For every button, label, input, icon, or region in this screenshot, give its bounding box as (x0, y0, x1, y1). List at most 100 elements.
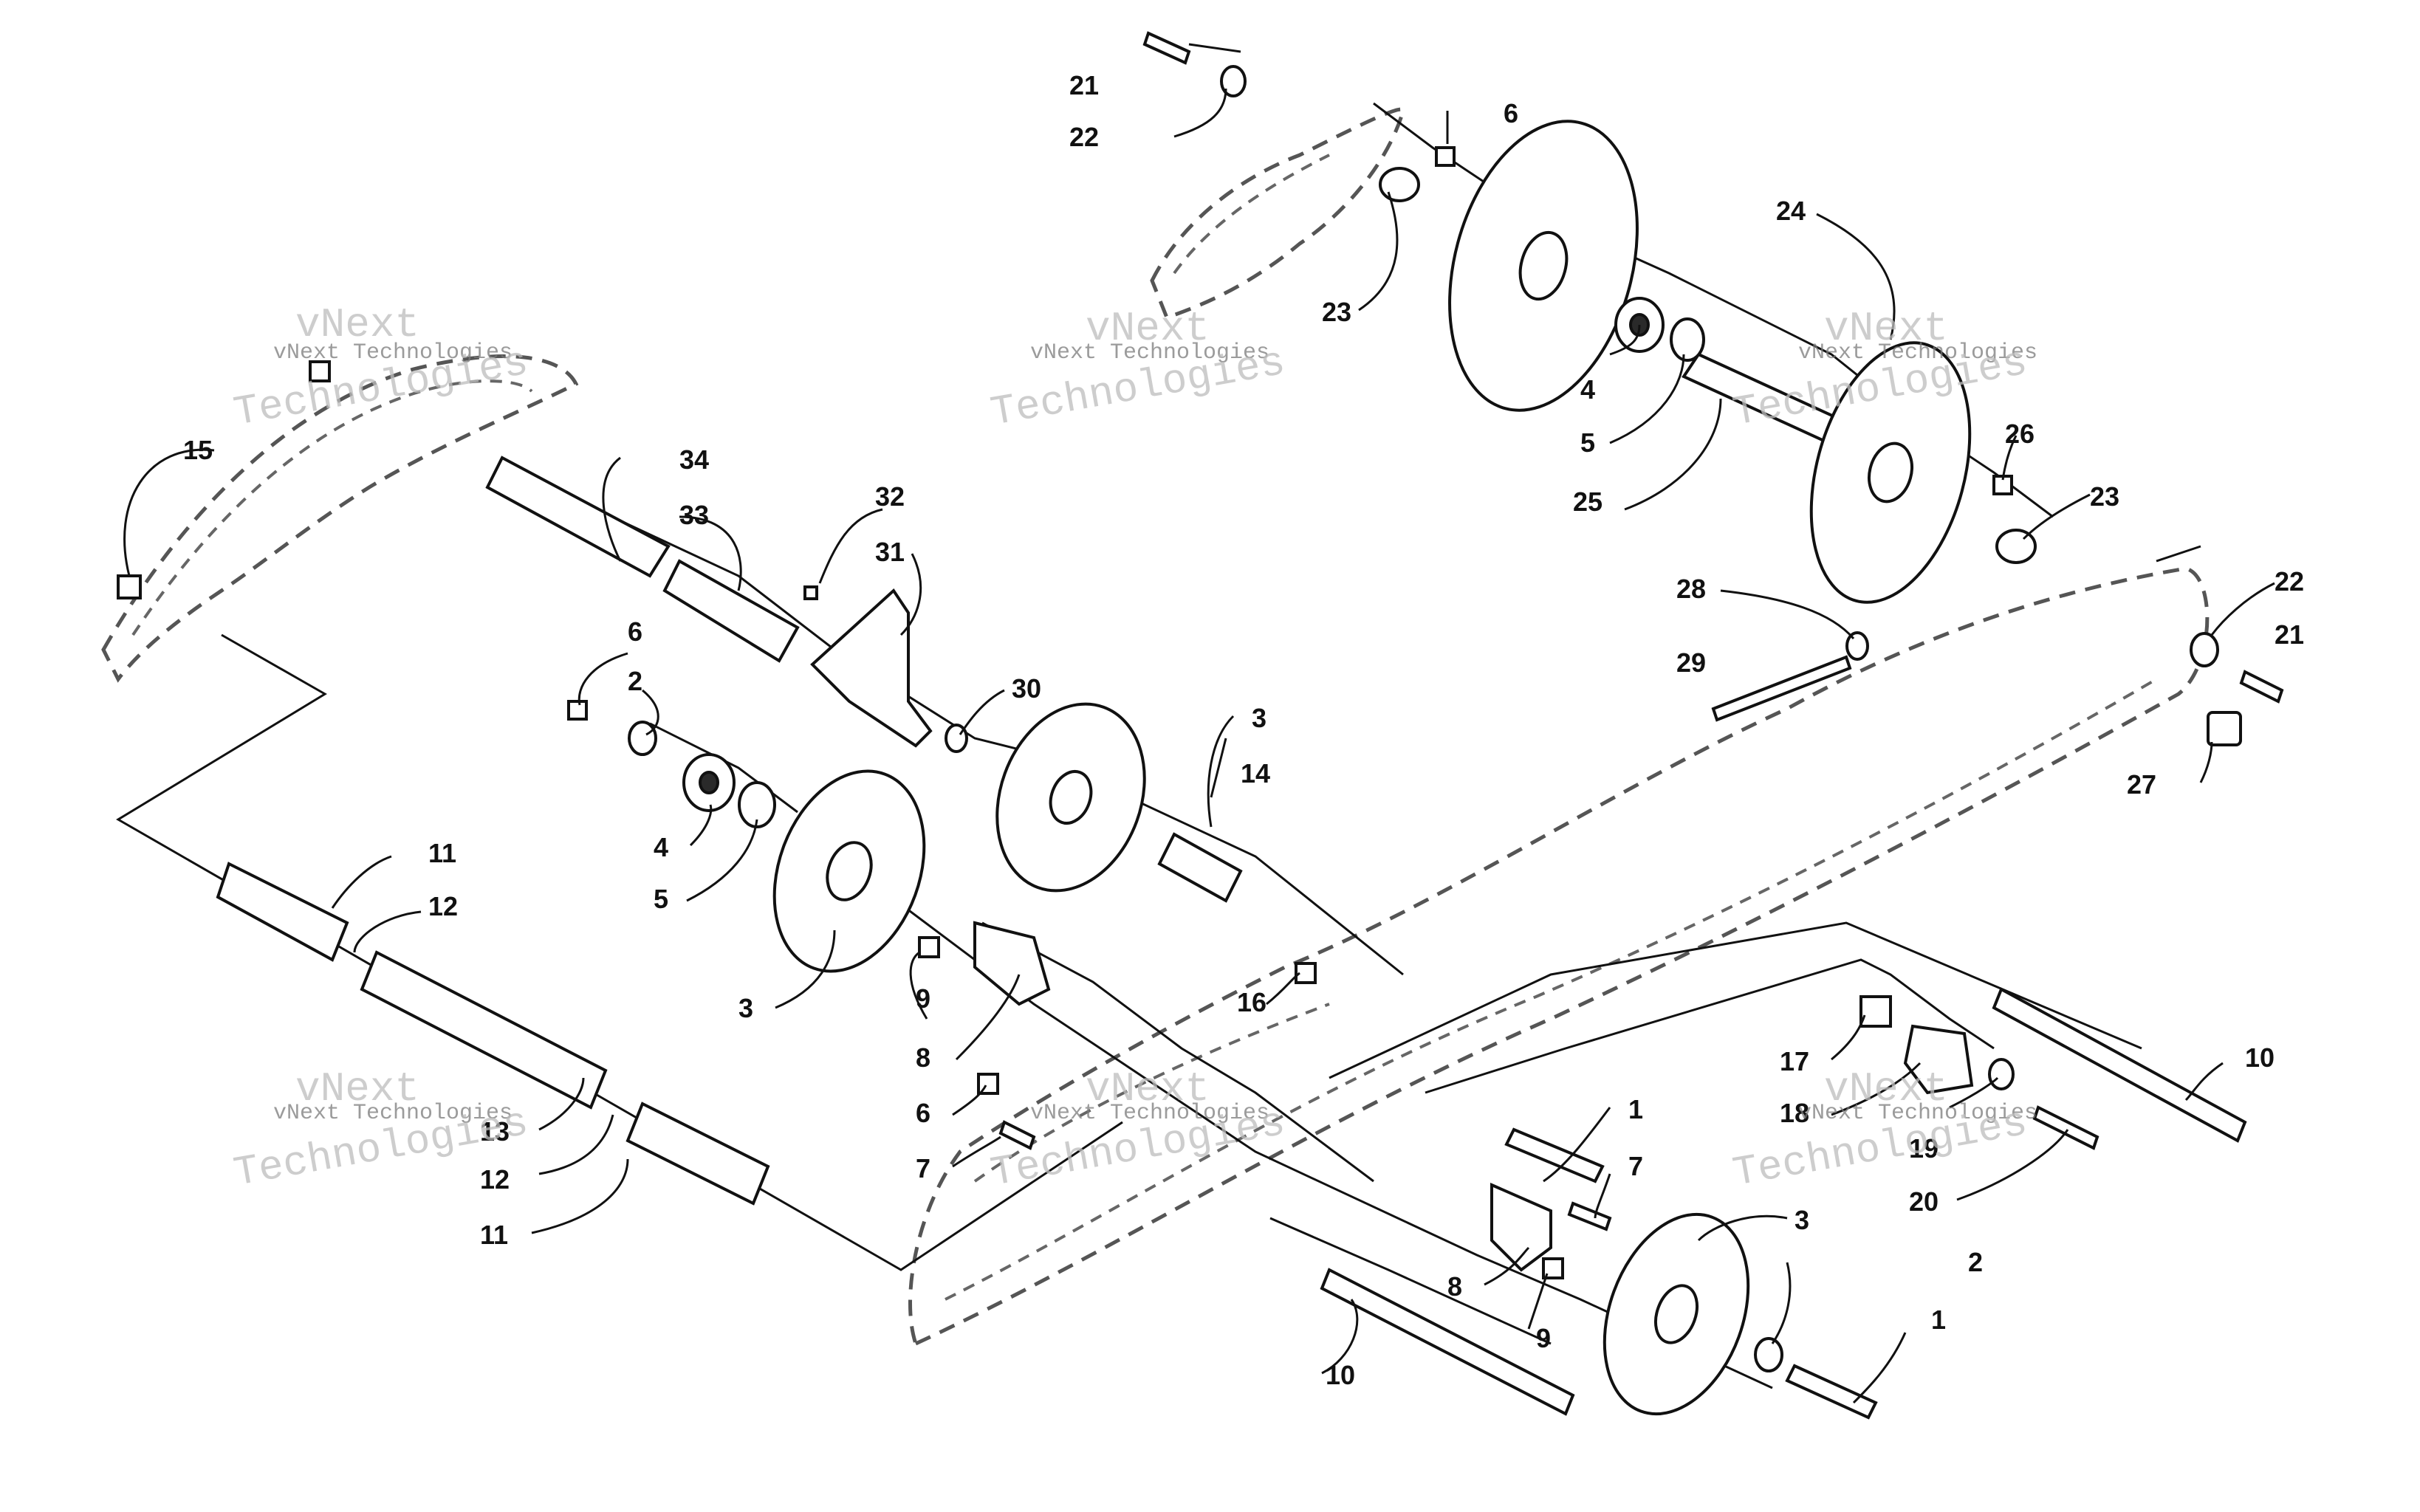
watermark-text: vNext Technologies (1030, 340, 1269, 365)
callout-label: 23 (2090, 481, 2119, 512)
callout-label: 8 (1447, 1271, 1462, 1302)
watermark-text: vNext Technologies (273, 340, 513, 365)
nut-6-left (567, 700, 588, 721)
callout-label: 5 (654, 884, 668, 914)
callout-label: 16 (1237, 987, 1266, 1017)
callout-label: 12 (428, 891, 458, 921)
upper-rear-rail-section (1150, 107, 1405, 320)
rear-wheel-lower (1809, 341, 1972, 604)
washer-22-right (2190, 632, 2219, 667)
callout-label: 14 (1241, 758, 1270, 788)
spacer-11-lower (625, 1102, 770, 1206)
spacer-11-upper (216, 862, 349, 962)
block-18 (1903, 1024, 1974, 1095)
callout-label: 23 (1322, 297, 1351, 327)
callout-label: 2 (1968, 1247, 1983, 1277)
callout-label: 6 (1504, 98, 1518, 128)
callout-label: 3 (738, 993, 753, 1023)
nut-9-upper (918, 936, 940, 958)
right-slide-rail (908, 566, 2210, 1347)
callout-label: 30 (1012, 673, 1041, 704)
idler-wheel-center (995, 702, 1146, 893)
shaft-34 (485, 456, 671, 578)
spacer-33 (662, 559, 800, 663)
nut-26 (1992, 475, 2013, 495)
bolt-10-lower (1320, 1268, 1575, 1416)
bolt-7-right (1567, 1201, 1612, 1231)
callout-label: 11 (480, 1220, 508, 1250)
callout-label: 15 (183, 435, 213, 465)
callout-label: 11 (428, 838, 456, 868)
grease-fitting-32 (803, 585, 818, 600)
cap-23-upper (1379, 167, 1420, 202)
bolt-21-right (2239, 670, 2284, 704)
watermark-text: vNext Technologies (273, 1101, 513, 1126)
callout-label: 6 (916, 1098, 930, 1128)
callout-label: 17 (1780, 1046, 1809, 1076)
callout-label: 29 (1676, 647, 1706, 678)
callout-label: 4 (654, 832, 668, 862)
watermark-text: vNext (1824, 1065, 1948, 1113)
callout-label: 21 (1069, 70, 1099, 100)
callout-label: 7 (916, 1153, 930, 1183)
callout-label: 20 (1909, 1186, 1939, 1217)
callout-label: 22 (1069, 122, 1099, 152)
bolt-10-right (1992, 987, 2247, 1143)
snap-ring-5-left (738, 781, 776, 828)
callout-label: 12 (480, 1164, 510, 1195)
bolt-1-lower (1785, 1364, 1878, 1420)
callout-label: 2 (628, 666, 642, 696)
nut-16 (1295, 962, 1317, 984)
callout-label: 32 (875, 481, 905, 512)
watermark-text: vNext (295, 1065, 419, 1113)
callout-label: 25 (1573, 487, 1603, 517)
pivot-arm-31 (810, 588, 933, 748)
nut-6-lower (977, 1073, 999, 1095)
nut-6-upper (1435, 146, 1456, 167)
bolt-21-upper (1142, 31, 1191, 65)
cap-23-right (1995, 529, 2037, 564)
assembly-lines (116, 102, 2201, 1389)
callout-numbers: 21 22 6 24 23 4 5 25 26 23 28 29 22 21 2… (183, 70, 2304, 1390)
callout-label: 18 (1780, 1098, 1809, 1128)
washer-2-right (1754, 1337, 1783, 1372)
bracket-8-lower (1490, 1182, 1552, 1272)
callout-label: 9 (916, 983, 930, 1014)
spacer-17 (1859, 995, 1892, 1028)
rear-wheel-upper (1448, 120, 1639, 412)
callout-label: 22 (2275, 566, 2304, 597)
watermark: vNext vNext Technologies Technologies (987, 1065, 1289, 1197)
callout-label: 6 (628, 616, 642, 647)
callout-label: 19 (1909, 1133, 1939, 1164)
callout-label: 8 (916, 1042, 930, 1073)
watermark: vNext vNext Technologies Technologies (1730, 1065, 2037, 1197)
left-slide-rail (101, 354, 579, 683)
bolt-7-left (998, 1120, 1036, 1150)
callout-label: 28 (1676, 574, 1706, 604)
shaft-13 (360, 950, 608, 1110)
callout-label: 27 (2127, 769, 2156, 800)
callout-label: 7 (1628, 1151, 1643, 1181)
snap-ring-5-upper (1670, 317, 1705, 362)
callout-label: 33 (679, 500, 709, 530)
callout-label: 21 (2275, 619, 2304, 650)
spacer-28 (1845, 631, 1869, 661)
watermark: vNext vNext Technologies Technologies (987, 305, 1289, 437)
bolt-29 (1711, 655, 1852, 722)
spacer-14 (1157, 832, 1243, 903)
bolt-20 (2032, 1105, 2099, 1150)
washer-2-left (628, 721, 657, 756)
washer-19 (1988, 1058, 2015, 1090)
watermark-text: vNext (1086, 305, 1210, 352)
callout-label: 3 (1795, 1205, 1809, 1235)
callout-label: 9 (1536, 1323, 1551, 1353)
callout-label: 24 (1776, 196, 1806, 226)
watermark: vNext vNext Technologies Technologies (230, 301, 532, 437)
nut-15-lower (117, 574, 142, 599)
idler-wheel-right (1603, 1212, 1750, 1416)
callout-leaders (123, 43, 2275, 1404)
callout-label: 13 (480, 1116, 510, 1147)
bumper-27 (2207, 711, 2242, 746)
watermark-text: vNext (1824, 305, 1948, 352)
